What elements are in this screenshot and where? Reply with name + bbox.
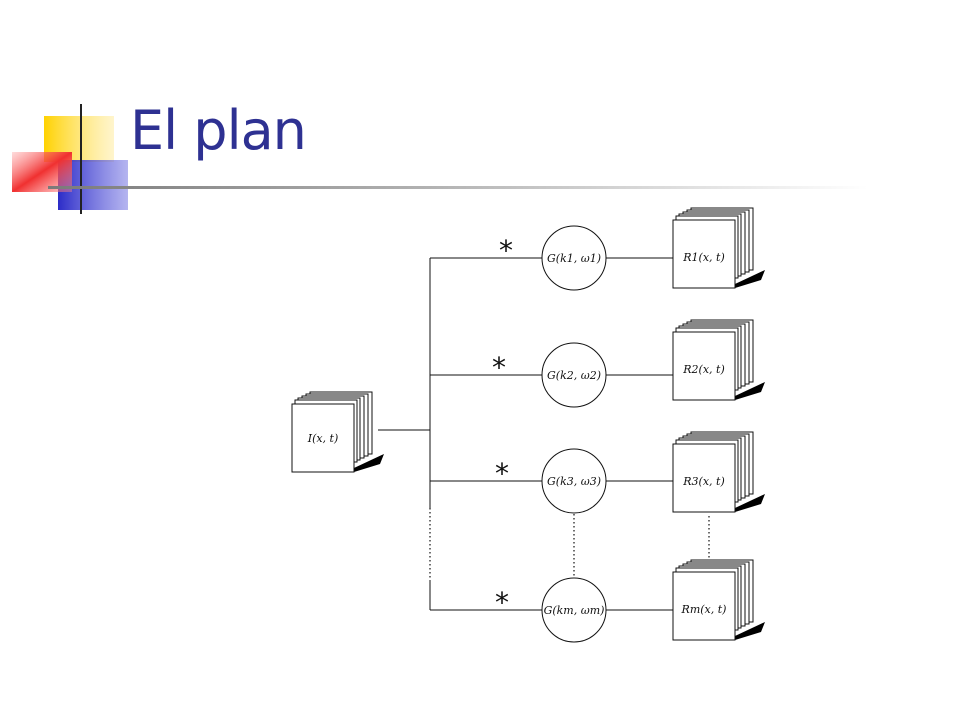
convolution-symbol: * [499, 234, 513, 267]
filter-label: G(k2, ω2) [547, 369, 601, 382]
output-stack: R2(x, t) [672, 319, 766, 401]
slide-title: El plan [130, 99, 307, 162]
convolution-symbol: * [492, 351, 506, 384]
branch-m: * G(km, ωm) Rm(x, t) [430, 559, 766, 643]
output-label: R3(x, t) [682, 475, 724, 488]
input-label: I(x, t) [307, 432, 339, 445]
branch-3: * G(k3, ω3) R3(x, t) [430, 431, 766, 514]
filter-label: G(km, ωm) [544, 604, 605, 617]
output-stack: Rm(x, t) [672, 559, 766, 641]
branch-1: * G(k1, ω1) R1(x, t) [430, 207, 766, 291]
convolution-symbol: * [495, 457, 509, 490]
filter-label: G(k3, ω3) [547, 475, 601, 488]
convolution-symbol: * [495, 586, 509, 619]
output-label: R2(x, t) [682, 363, 724, 376]
branch-2: * G(k2, ω2) R2(x, t) [430, 319, 766, 408]
input-stack: I(x, t) [291, 391, 385, 473]
output-stack: R1(x, t) [672, 207, 766, 289]
slide-logo [12, 104, 128, 214]
output-label: Rm(x, t) [681, 603, 727, 616]
logo-red-square [12, 152, 72, 192]
title-underline [48, 186, 868, 189]
output-stack: R3(x, t) [672, 431, 766, 513]
filter-label: G(k1, ω1) [547, 252, 601, 265]
output-label: R1(x, t) [682, 251, 724, 264]
